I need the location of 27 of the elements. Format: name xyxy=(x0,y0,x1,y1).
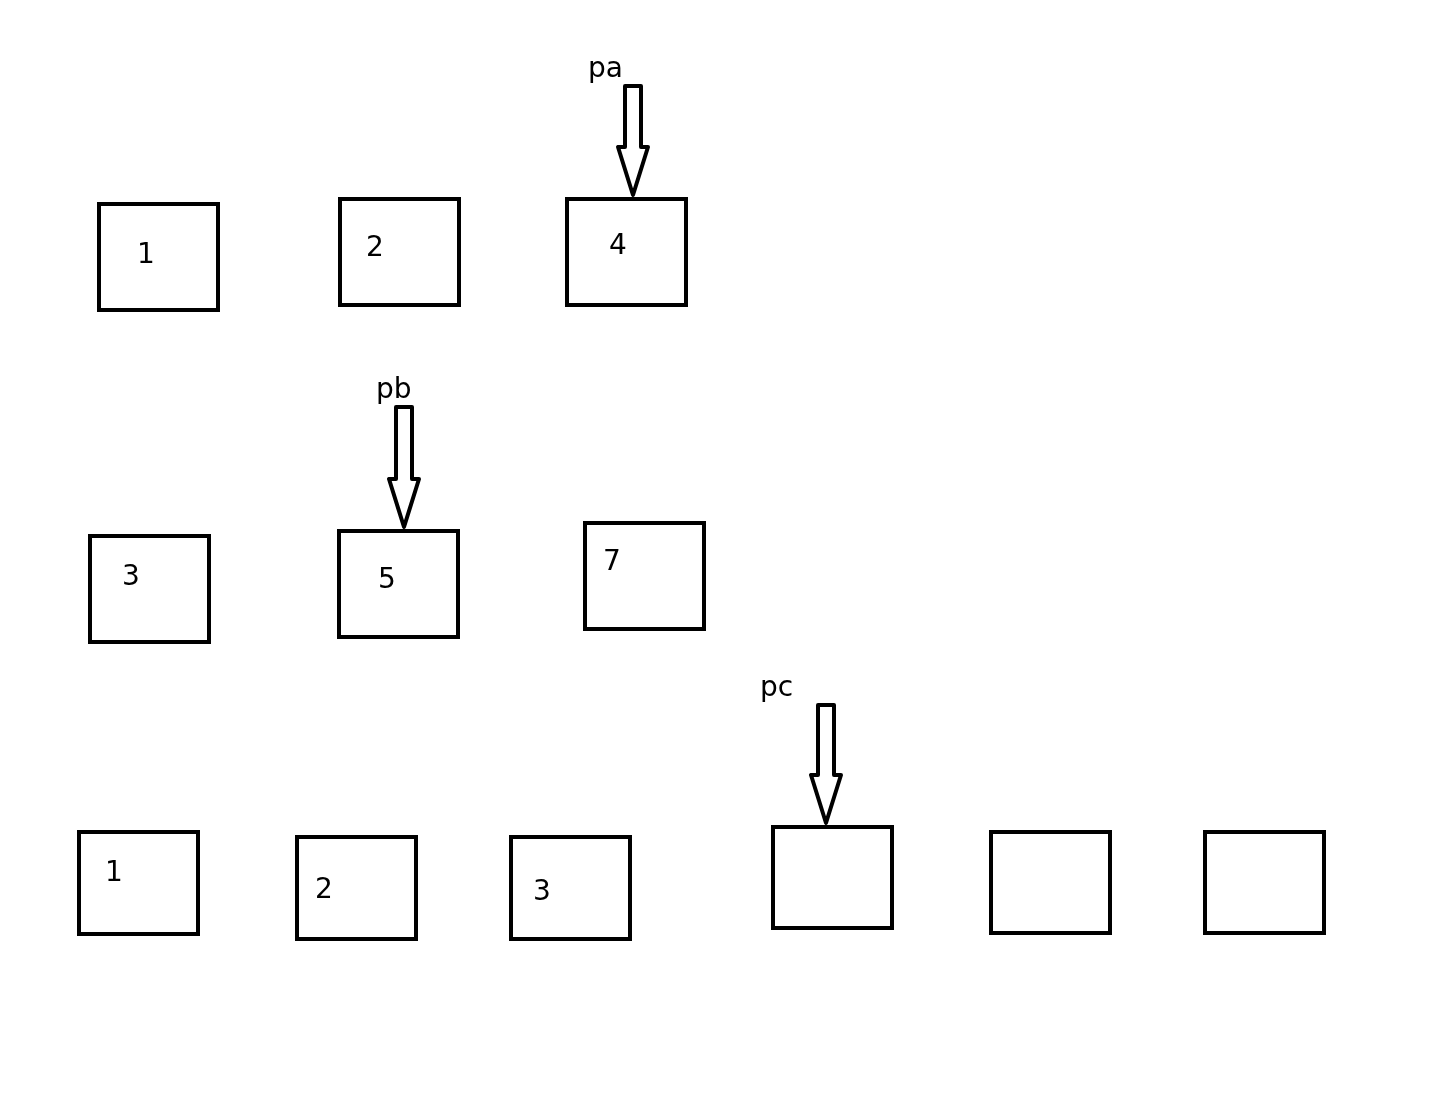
square-box xyxy=(88,534,211,644)
square-box xyxy=(565,197,688,307)
square-box xyxy=(337,529,460,639)
square-box xyxy=(1203,830,1326,935)
square-box xyxy=(771,825,894,930)
pointer-label: pb xyxy=(376,375,412,403)
square-box xyxy=(295,835,418,941)
square-box xyxy=(97,202,220,312)
box-number: 4 xyxy=(609,231,627,259)
box-number: 3 xyxy=(533,877,551,905)
block-arrow xyxy=(809,703,843,825)
box-number: 2 xyxy=(315,875,333,903)
block-arrow xyxy=(616,84,650,197)
square-box xyxy=(509,835,632,941)
box-number: 7 xyxy=(603,547,621,575)
pointer-label: pc xyxy=(760,673,794,701)
pointer-label: pa xyxy=(588,54,623,82)
square-box xyxy=(338,197,461,307)
square-box xyxy=(77,830,200,936)
box-number: 5 xyxy=(378,565,396,593)
block-arrow xyxy=(387,405,421,529)
box-number: 1 xyxy=(137,240,155,268)
square-box xyxy=(989,830,1112,935)
box-number: 1 xyxy=(105,858,123,886)
box-number: 2 xyxy=(366,233,384,261)
square-box xyxy=(583,521,706,631)
box-number: 3 xyxy=(122,562,140,590)
